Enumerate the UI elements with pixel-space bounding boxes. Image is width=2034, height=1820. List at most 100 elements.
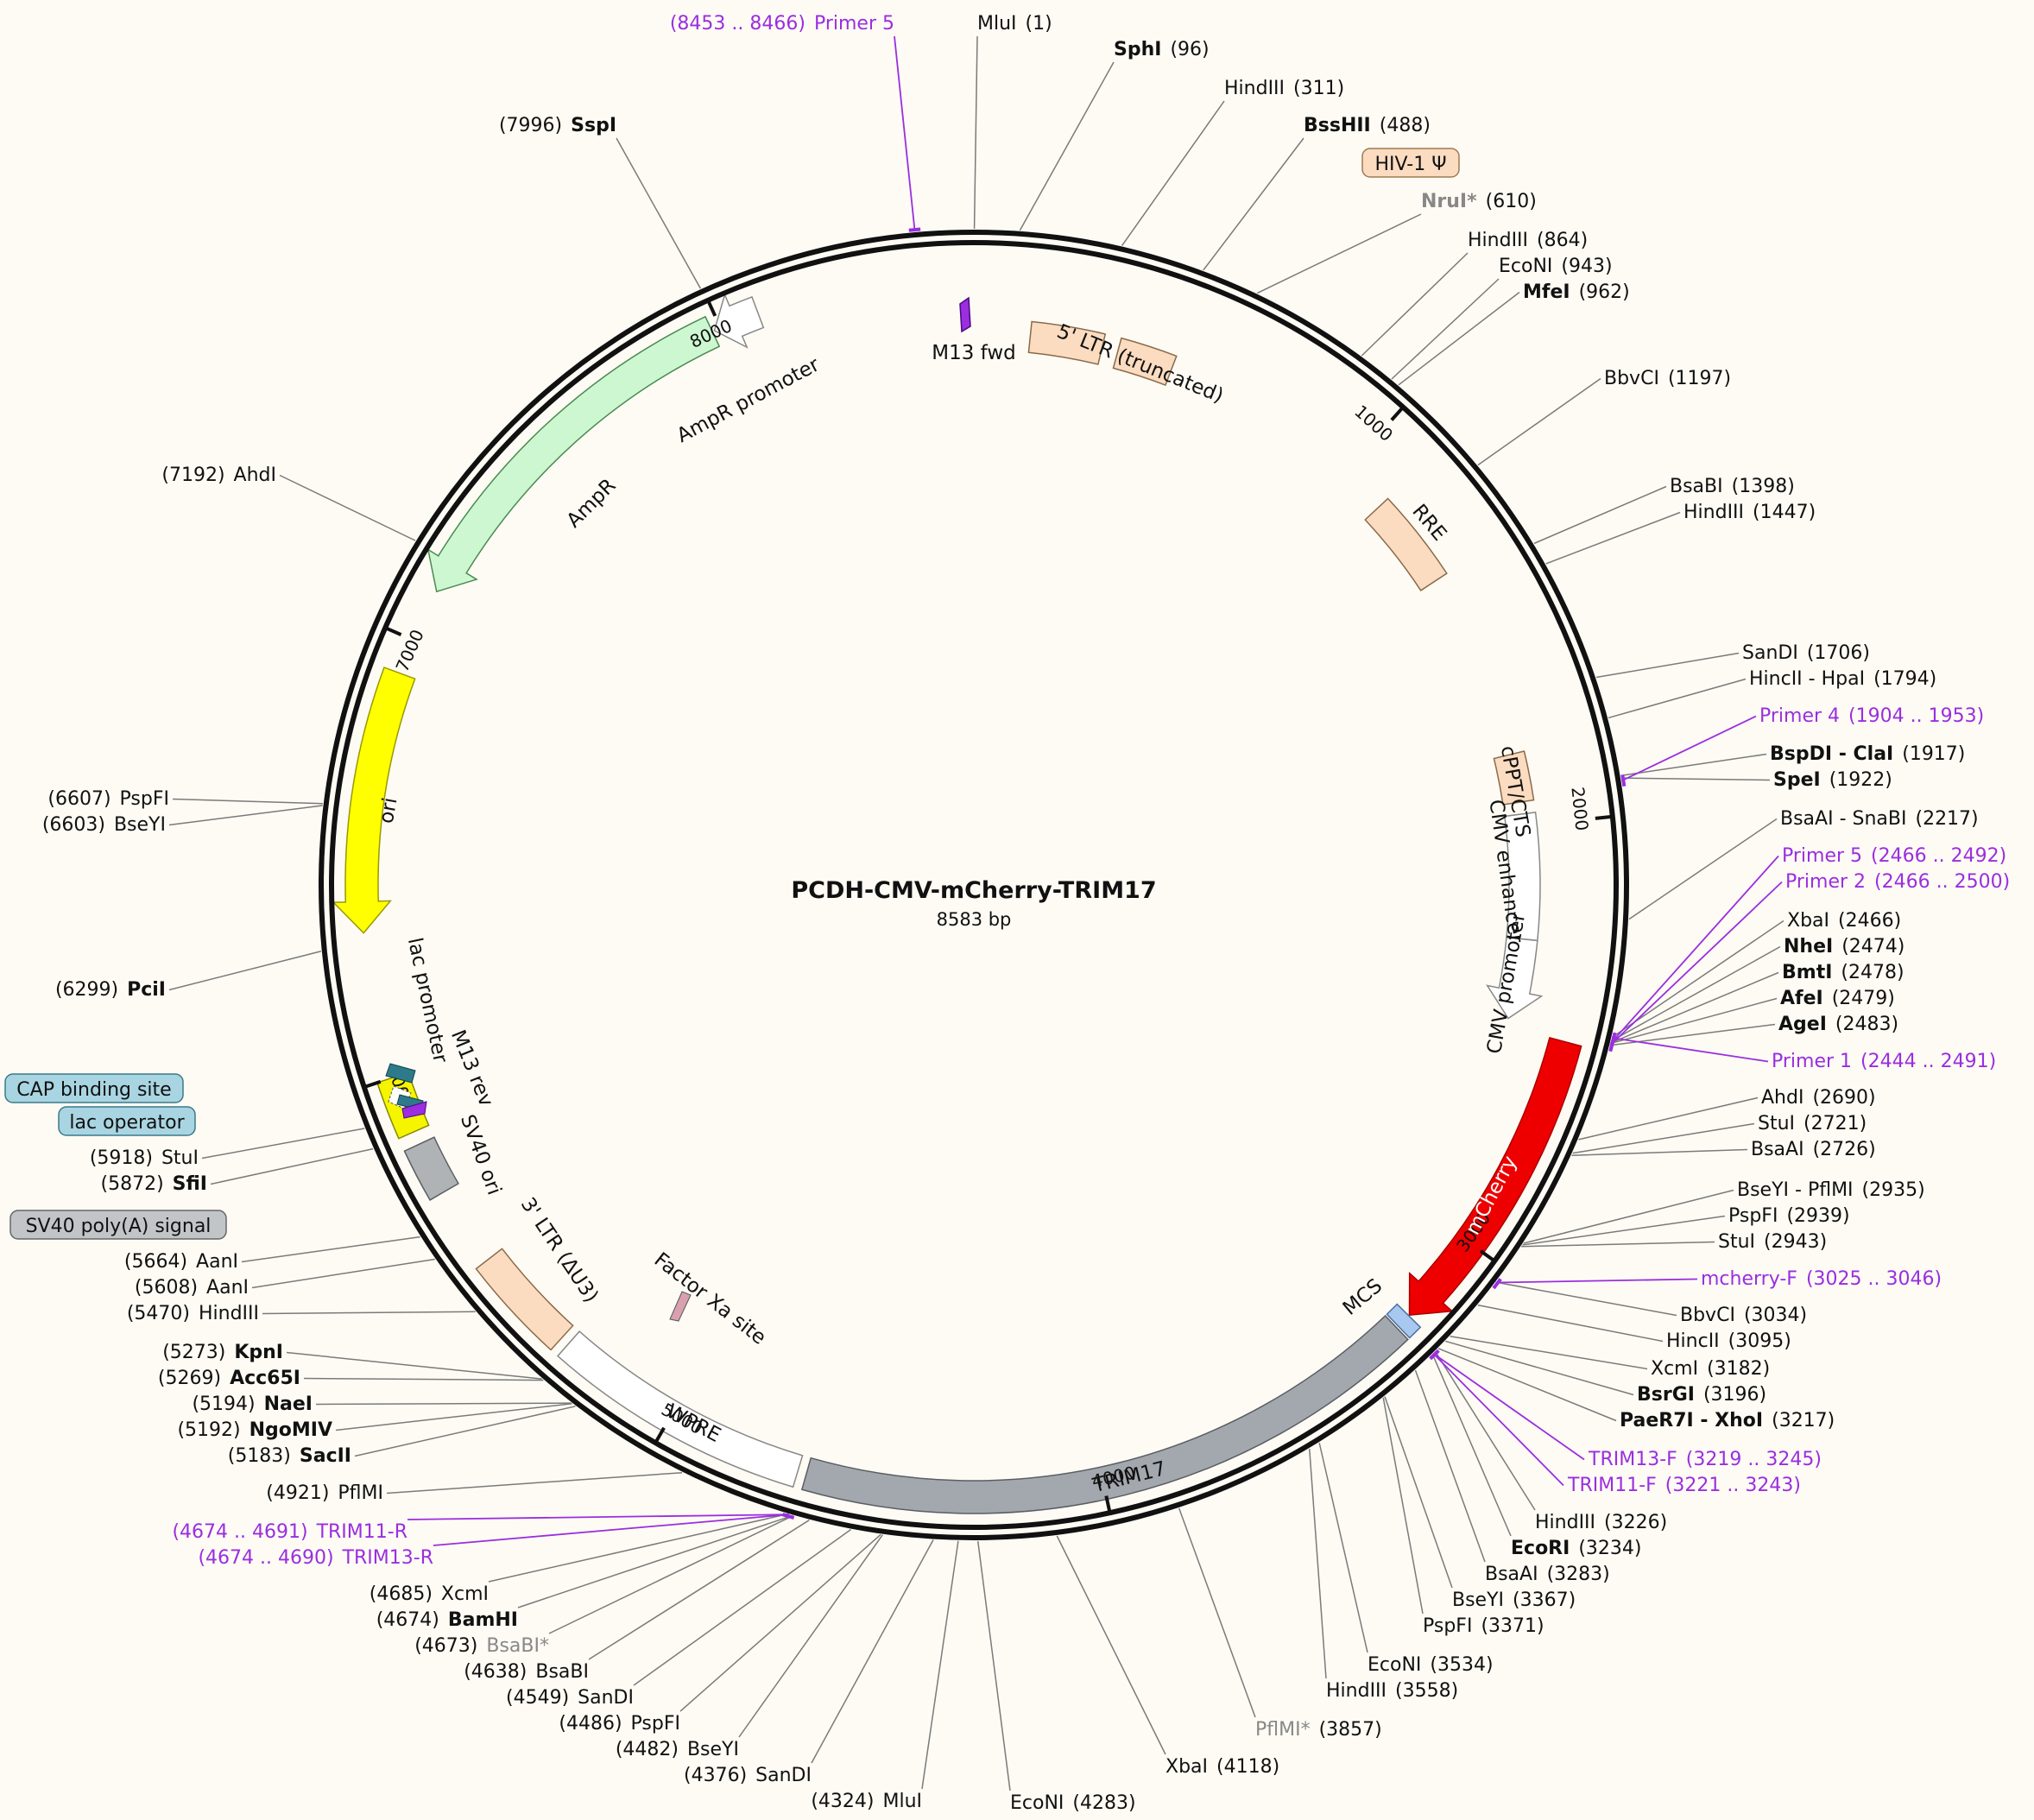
feature-arc (1493, 750, 1535, 806)
feature-arc (556, 1330, 804, 1488)
site-label: PflMI*(3857) (1255, 1719, 1382, 1741)
tick-mark (386, 627, 402, 636)
primer-mark (908, 227, 921, 232)
tick-mark (1479, 1249, 1494, 1261)
site-label: (4921)PflMI (266, 1482, 383, 1504)
leader-line (1609, 881, 1783, 1046)
site-label: (7996)SspI (499, 115, 616, 136)
leader-line (1611, 1037, 1769, 1063)
feature-arc (1486, 937, 1544, 1020)
site-label: SanDI(1706) (1742, 642, 1870, 664)
site-label: (7192)AhdI (161, 464, 276, 486)
tick-label: 2000 (1567, 786, 1592, 831)
restriction-sites: MluI(1) SphI(96) HindIII(311) BssHII(488… (42, 13, 1979, 1814)
leader-line (315, 1402, 572, 1406)
backbone-outer (319, 230, 1629, 1540)
feature-arc (332, 667, 416, 934)
leader-line (679, 1533, 881, 1712)
leader-line (1256, 213, 1422, 294)
leader-line (811, 1539, 934, 1764)
label-lac-promoter: lac promoter (403, 936, 452, 1065)
site-label: (5872)SfiI (101, 1173, 208, 1195)
site-label: XcmI(3182) (1651, 1358, 1770, 1380)
label-5ltr: 5' LTR (truncated) (1054, 320, 1227, 408)
site-label: HindIII(864) (1468, 230, 1588, 251)
backbone-inner (329, 240, 1619, 1530)
leader-line (1523, 1189, 1734, 1244)
tick-mark (365, 1079, 382, 1089)
primer-label: (4674 .. 4691)TRIM11-R (172, 1521, 407, 1543)
primer-label: Primer 1(2444 .. 2491) (1772, 1051, 1996, 1072)
site-label: AfeI(2479) (1780, 988, 1895, 1009)
leader-line (1495, 1278, 1698, 1284)
leader-line (633, 1528, 852, 1686)
site-label: BseYI(3367) (1452, 1589, 1576, 1611)
leader-line (286, 1351, 542, 1380)
site-label: StuI(2721) (1758, 1113, 1867, 1134)
site-label: BsaAI(3283) (1485, 1564, 1610, 1585)
tick-mark (654, 1426, 666, 1443)
leader-line (168, 951, 322, 991)
leader-line (433, 1514, 789, 1546)
leader-line (976, 1540, 1011, 1792)
plasmid-length: 8583 bp (937, 909, 1012, 930)
primer-label: (4674 .. 4690)TRIM13-R (198, 1547, 433, 1569)
site-label: BsrGI(3196) (1637, 1384, 1766, 1406)
feature-arc (1386, 1303, 1422, 1339)
leader-line (1450, 1336, 1648, 1370)
leader-line (894, 35, 916, 232)
leader-line (1432, 1353, 1564, 1487)
primer-mark (1492, 1278, 1502, 1290)
site-label: NheI(2474) (1784, 936, 1905, 957)
site-label: HindIII(3226) (1535, 1512, 1667, 1533)
site-label: (5470)HindIII (127, 1303, 259, 1324)
primers: (8453 .. 8466)Primer 5 Primer 4(1904 .. … (172, 13, 2010, 1569)
sv40-polya-label: SV40 poly(A) signal (26, 1216, 212, 1237)
leader-line (1620, 777, 1771, 781)
site-label: MluI(1) (977, 13, 1052, 35)
feature-arc (1027, 320, 1107, 365)
site-label: HindIII(311) (1224, 78, 1344, 99)
primer-label: mcherry-F(3025 .. 3046) (1701, 1268, 1942, 1290)
leader-line (1578, 1096, 1759, 1141)
leader-line (973, 35, 978, 230)
leader-line (1431, 1354, 1512, 1537)
site-label: HindIII(1447) (1683, 502, 1816, 523)
leader-line (1610, 971, 1779, 1044)
factor-xa-mark (669, 1291, 692, 1322)
site-label: (4324)MluI (811, 1791, 922, 1812)
site-label: (4673)BsaBI* (414, 1635, 549, 1657)
leader-line (386, 1471, 683, 1495)
leader-line (279, 474, 416, 541)
leader-line (1056, 1535, 1166, 1755)
site-label: AgeI(2483) (1778, 1014, 1898, 1035)
site-label: (5183)SacII (228, 1445, 351, 1467)
label-ampr: AmpR (563, 475, 621, 533)
sv40-polya-box: SV40 poly(A) signal (9, 1210, 227, 1240)
cap-site-mark (385, 1063, 416, 1084)
feature-arc (800, 1314, 1409, 1514)
leader-line (1522, 1215, 1726, 1246)
tick-mark (1104, 1495, 1112, 1512)
cap-binding-label: CAP binding site (16, 1079, 171, 1101)
primer-label: (8453 .. 8466)Primer 5 (670, 13, 894, 35)
feature-arc (1408, 1037, 1582, 1316)
tick-mark (707, 300, 717, 317)
site-label: (4482)BseYI (616, 1739, 739, 1760)
tick-label: 1000 (1350, 401, 1397, 446)
m13-rev-mark (401, 1101, 427, 1119)
site-label: BsaAI - SnaBI(2217) (1780, 808, 1979, 830)
leader-line (1361, 252, 1469, 357)
site-label: PspFI(3371) (1423, 1615, 1544, 1637)
leader-line (303, 1377, 544, 1381)
site-label: NruI*(610) (1421, 191, 1537, 212)
site-label: PaeR7I - XhoI(3217) (1620, 1410, 1835, 1431)
leader-line (335, 1403, 572, 1431)
leader-line (251, 1258, 435, 1289)
leader-line (1434, 1350, 1536, 1511)
leader-line (1533, 485, 1667, 545)
leader-line (1309, 1448, 1327, 1679)
site-label: (4685)XcmI (370, 1583, 489, 1605)
site-label: BssHII(488) (1304, 115, 1431, 136)
leader-line (241, 1235, 420, 1263)
